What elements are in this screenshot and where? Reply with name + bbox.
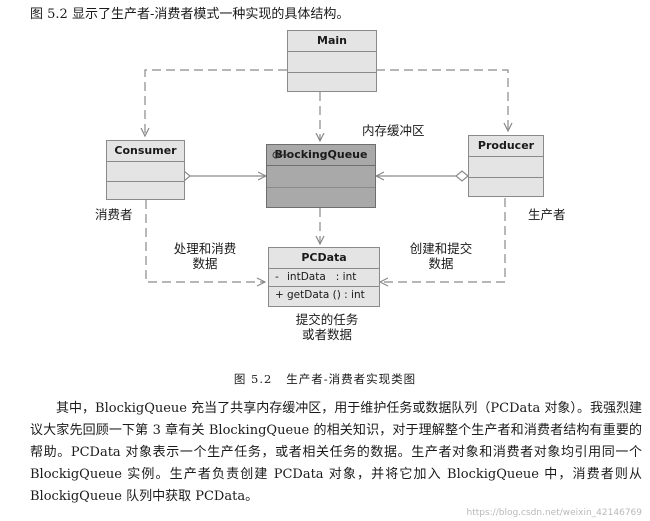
producer-to-pcdata-dependency — [380, 198, 506, 282]
label-consumer-cn: 消费者 — [95, 207, 133, 222]
interface-lollipop-icon — [272, 151, 289, 159]
main-to-producer-dependency — [376, 69, 508, 131]
label-create-submit-line2: 数据 — [428, 256, 454, 271]
attribute-visibility: - — [275, 271, 279, 283]
class-pcdata-attributes: -intData : int — [269, 269, 379, 287]
label-producer-cn: 生产者 — [528, 207, 566, 222]
class-blocking-queue: BlockingQueue — [266, 144, 376, 208]
watermark-url: https://blog.csdn.net/weixin_42146769 — [466, 508, 642, 518]
pcdata-operation-getdata: +getData () : int — [269, 287, 379, 304]
class-pcdata: PCData -intData : int +getData () : int — [268, 247, 380, 307]
label-submitted-task-line1: 提交的任务 — [295, 312, 359, 327]
class-pcdata-name: PCData — [269, 248, 379, 269]
class-producer: Producer — [468, 135, 544, 197]
class-blocking-queue-operations — [267, 188, 375, 209]
consumer-to-pcdata-dependency — [145, 200, 265, 282]
label-process-data-line2: 数据 — [192, 256, 218, 271]
class-blocking-queue-name: BlockingQueue — [267, 145, 375, 166]
class-producer-name: Producer — [469, 136, 543, 157]
class-pcdata-operations: +getData () : int — [269, 287, 379, 304]
figure-caption: 图 5.2 生产者-消费者实现类图 — [233, 372, 417, 386]
class-consumer-attributes — [107, 162, 184, 182]
class-main: Main — [287, 30, 377, 92]
operation-visibility: + — [275, 289, 284, 301]
attribute-text: intData : int — [287, 271, 357, 283]
class-blocking-queue-attributes — [267, 166, 375, 188]
label-submitted-task-line2: 或者数据 — [301, 327, 352, 342]
label-create-submit-line1: 创建和提交 — [409, 241, 473, 256]
class-main-attributes — [288, 52, 376, 73]
class-consumer-operations — [107, 182, 184, 201]
class-blocking-queue-label: BlockingQueue — [274, 148, 368, 161]
label-memory-buffer: 内存缓冲区 — [362, 123, 425, 138]
operation-text: getData () : int — [287, 289, 365, 301]
class-producer-operations — [469, 178, 543, 198]
class-main-operations — [288, 73, 376, 93]
label-submitted-task: 提交的任务 或者数据 — [289, 312, 365, 342]
label-process-data: 处理和消费 数据 — [170, 241, 240, 271]
intro-paragraph: 图 5.2 显示了生产者-消费者模式一种实现的具体结构。 — [30, 7, 350, 22]
label-create-submit: 创建和提交 数据 — [406, 241, 476, 271]
producer-aggregation-diamond — [455, 170, 469, 182]
body-paragraph: 其中，BlockigQueue 充当了共享内存缓冲区，用于维护任务或数据队列（P… — [30, 401, 642, 504]
class-consumer: Consumer — [106, 140, 185, 200]
class-consumer-name: Consumer — [107, 141, 184, 162]
pcdata-attribute-intdata: -intData : int — [269, 269, 379, 286]
main-to-consumer-dependency — [145, 69, 287, 136]
class-producer-attributes — [469, 157, 543, 178]
class-main-name: Main — [288, 31, 376, 52]
label-process-data-line1: 处理和消费 — [173, 241, 237, 256]
